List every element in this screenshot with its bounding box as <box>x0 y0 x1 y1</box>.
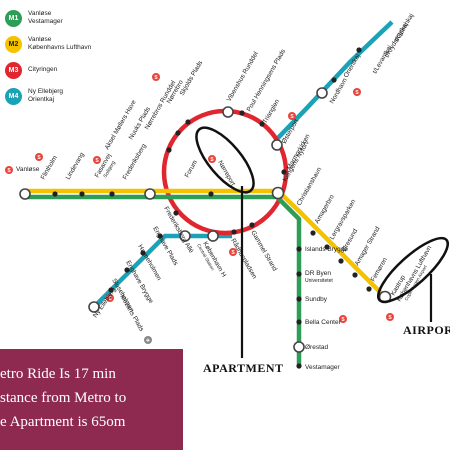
svg-text:S: S <box>231 250 235 256</box>
svg-text:S: S <box>290 114 294 120</box>
m2-badge: M2 <box>5 35 22 53</box>
airport-label: AIRPOR <box>403 323 450 337</box>
station-dr-byen-sub: Universitetet <box>305 278 333 284</box>
station-mozarts-plads: Mozarts Plads <box>118 294 145 334</box>
station-amagerbro: Amagerbro <box>314 193 336 225</box>
legend-item-m4: M4 Ny Ellebjerg Orientkaj <box>5 83 115 109</box>
station-christianshavn: Christianshavn <box>296 166 324 207</box>
svg-text:S: S <box>154 75 158 81</box>
legend-m2-line2: Københavns Lufthavn <box>28 44 92 51</box>
station-orestad: Ørestad <box>305 344 329 351</box>
svg-text:S: S <box>355 90 359 96</box>
station-vanlose: Vanløse <box>16 166 40 173</box>
legend-item-m3: M3 Cityringen <box>5 57 115 83</box>
station-bella-center: Bella Center <box>305 319 342 326</box>
legend-m1-line1: Vanløse <box>28 10 52 17</box>
m4-badge: M4 <box>5 87 22 105</box>
apartment-highlight-ellipse <box>195 126 255 194</box>
airport-highlight-ellipse <box>377 236 449 304</box>
svg-text:S: S <box>37 155 41 161</box>
station-trianglen: Trianglen <box>262 98 282 125</box>
train-icons <box>5 73 394 344</box>
station-lindevang: Lindevang <box>65 151 86 181</box>
station-dr-byen: DR Byen <box>305 270 331 277</box>
svg-text:S: S <box>108 296 112 302</box>
svg-text:S: S <box>95 158 99 164</box>
station-oceankaj: t/Oceankaj <box>394 13 416 43</box>
station-islands-brygge: Islands Brygge <box>305 246 348 253</box>
svg-text:S: S <box>210 157 214 163</box>
station-radhuspladsen: Rådhuspladsen <box>229 237 259 280</box>
legend-m4-line1: Ny Ellebjerg <box>28 88 64 95</box>
legend-m1-text: Vanløse Vestamager <box>28 10 63 26</box>
legend-m2-text: Vanløse Københavns Lufthavn <box>28 36 91 52</box>
legend-m4-line2: Orientkaj <box>28 96 55 103</box>
m1-badge: M1 <box>5 9 22 27</box>
info-line-2: stance from Metro to <box>0 390 127 406</box>
legend-m3-line1: Cityringen <box>28 66 58 73</box>
legend-item-m2: M2 Vanløse Københavns Lufthavn <box>5 31 115 57</box>
svg-text:✈: ✈ <box>146 338 151 344</box>
line-legend: M1 Vanløse Vestamager M2 Vanløse Københa… <box>5 5 115 109</box>
info-line-3: e Apartment is 65om <box>0 414 126 430</box>
svg-text:S: S <box>388 315 392 321</box>
station-norrebros-runddel: Nørrebros Runddel <box>144 79 178 131</box>
legend-m2-line1: Vanløse <box>28 36 52 43</box>
travel-info-box: etro Ride Is 17 min stance from Metro to… <box>0 349 183 450</box>
info-line-1: etro Ride Is 17 min <box>0 366 116 382</box>
station-sundby: Sundby <box>305 296 328 303</box>
legend-item-m1: M1 Vanløse Vestamager <box>5 5 115 31</box>
m2-line <box>25 188 387 299</box>
svg-text:S: S <box>7 168 11 174</box>
m3-badge: M3 <box>5 61 22 79</box>
station-dots <box>52 47 372 369</box>
station-forum: Forum <box>184 159 199 179</box>
station-vestamager: Vestamager <box>305 364 341 371</box>
legend-m3-text: Cityringen <box>28 66 57 74</box>
station-skjolds-plads: Skjolds Plads <box>179 59 205 97</box>
legend-m4-text: Ny Ellebjerg Orientkaj <box>28 88 63 104</box>
apartment-label: APARTMENT <box>203 361 284 375</box>
station-frederiksberg: Frederiksberg <box>122 142 148 181</box>
train-icon-marks: S S S S S S S S S S S ✈ <box>7 75 392 344</box>
station-gammel-strand: Gammel Strand <box>249 230 278 273</box>
svg-text:S: S <box>341 317 345 323</box>
legend-m1-line2: Vestamager <box>28 18 63 25</box>
